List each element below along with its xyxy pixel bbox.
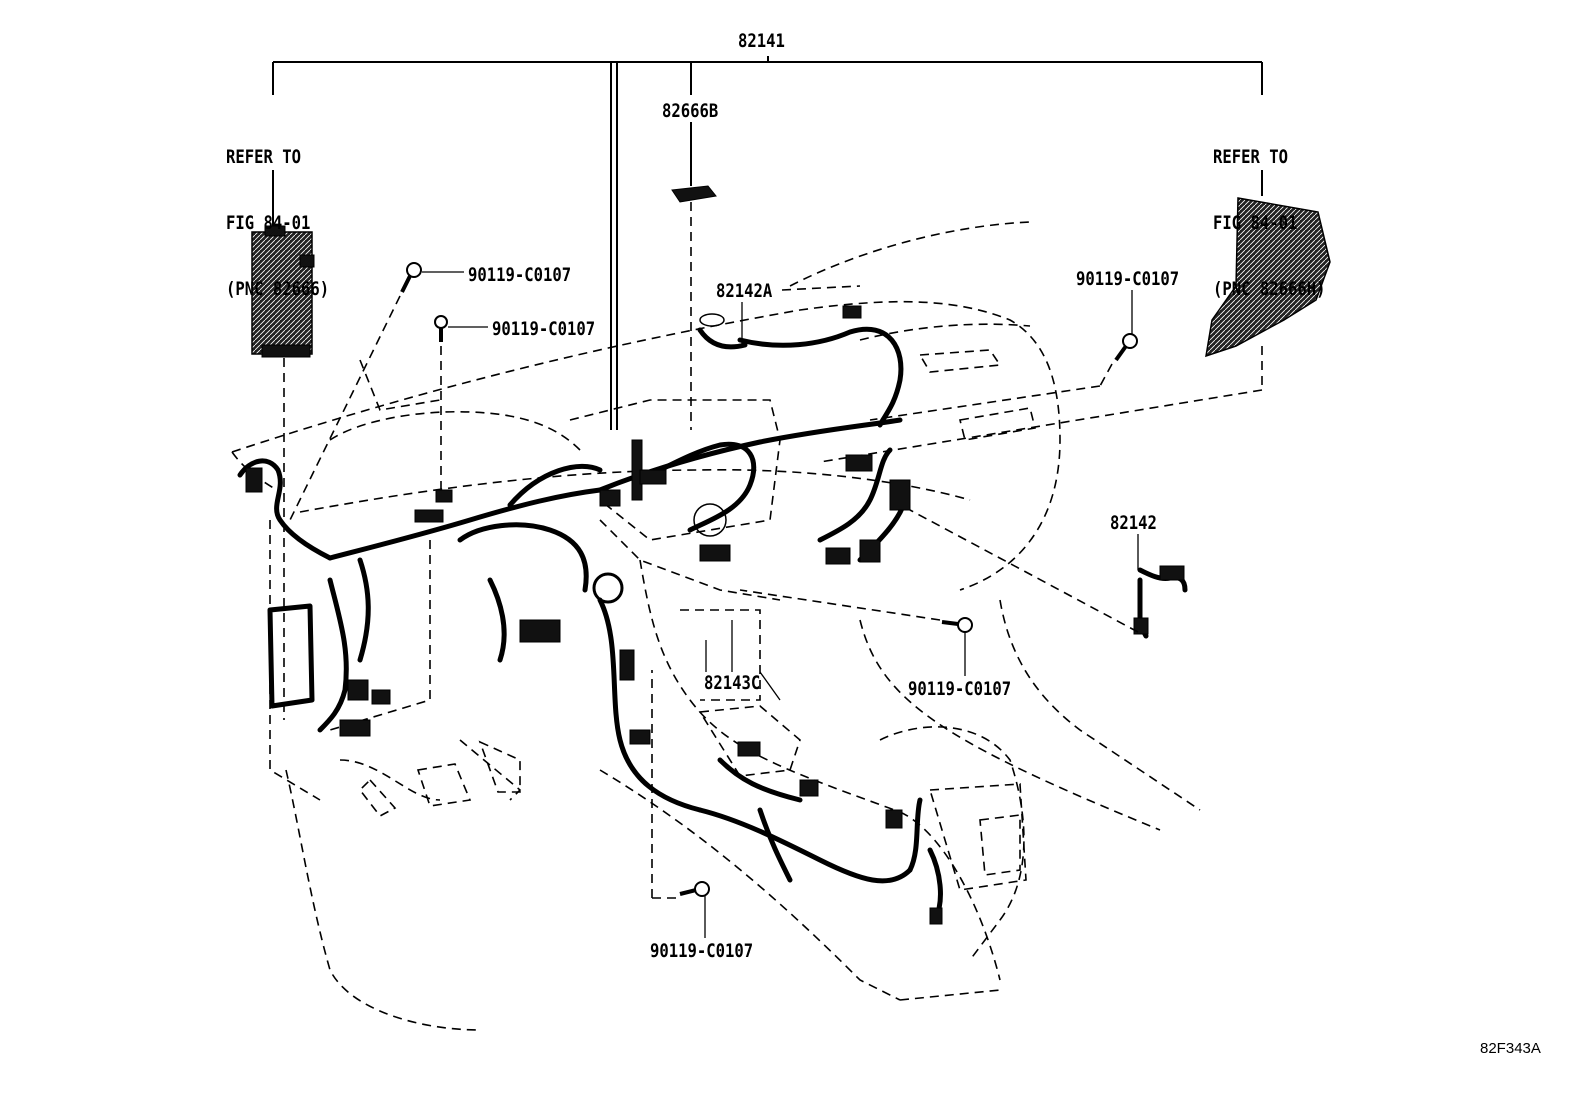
part-label-82142: 82142: [1110, 512, 1157, 534]
part-label-82666b: 82666B: [662, 100, 719, 122]
left-junction-block: [251, 170, 315, 720]
reference-right-line2: FIG 84-01: [1213, 212, 1298, 234]
reference-left-line2: FIG 84-01: [226, 212, 311, 234]
part-label-82141: 82141: [738, 30, 785, 52]
bolts: [289, 262, 1138, 938]
connectors: [245, 305, 1185, 925]
right-junction-block: [819, 170, 1331, 463]
reference-left-line1: REFER TO: [226, 146, 302, 168]
bolt-label-1: 90119-C0107: [468, 264, 572, 286]
dashboard-outline: [231, 221, 1201, 1031]
harness-bracket: [272, 56, 1263, 430]
reference-right-line3: (PNC 82666H): [1213, 278, 1326, 300]
bolt-label-5: 90119-C0107: [650, 940, 754, 962]
part-label-82142a: 82142A: [716, 280, 773, 302]
wiring-harness: [237, 326, 1188, 923]
reference-right-line1: REFER TO: [1213, 146, 1289, 168]
bolt-label-3: 90119-C0107: [1076, 268, 1180, 290]
leader-lines: [705, 285, 1139, 701]
figure-code: 82F343A: [1480, 1040, 1541, 1057]
reference-right: REFER TO FIG 84-01 (PNC 82666H): [1213, 102, 1326, 344]
bolt-label-4: 90119-C0107: [908, 678, 1012, 700]
reference-left: REFER TO FIG 84-01 (PNC 82666): [226, 102, 329, 344]
clamp-82666b: [671, 122, 717, 430]
reference-left-line3: (PNC 82666): [226, 278, 330, 300]
bolt-label-2: 90119-C0107: [492, 318, 596, 340]
part-label-82143c: 82143C: [704, 672, 761, 694]
